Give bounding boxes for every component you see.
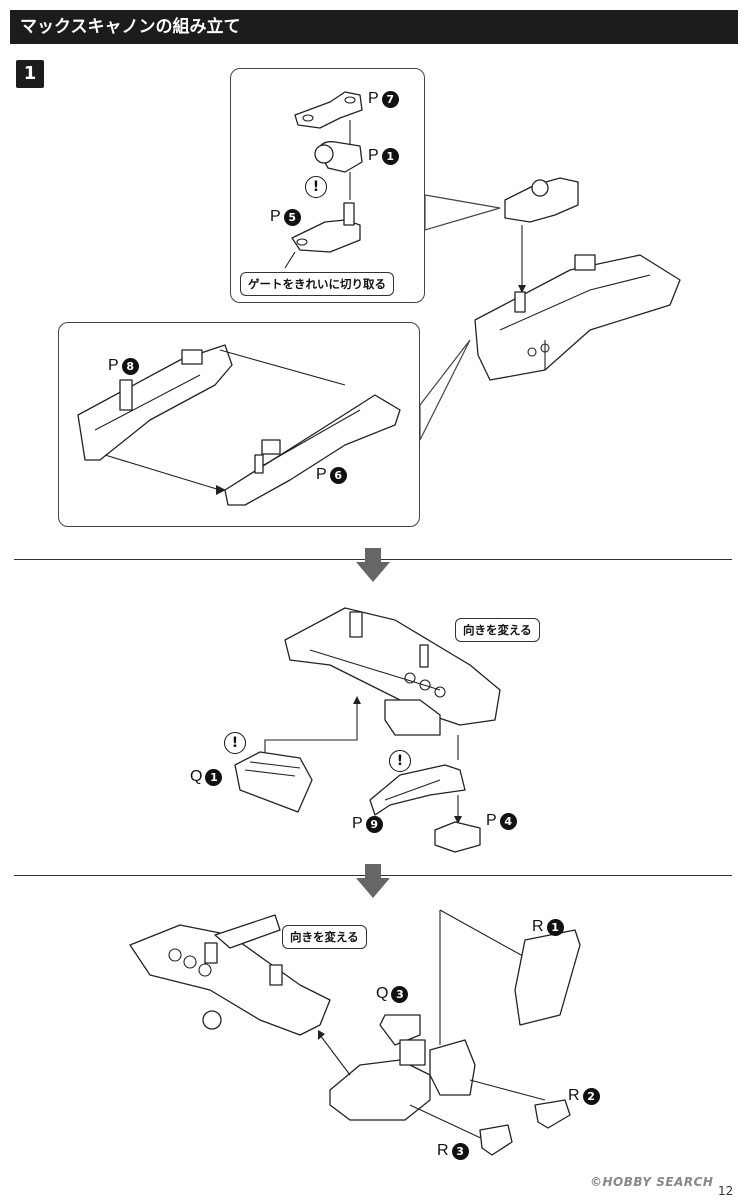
part-q3	[379, 1014, 421, 1046]
note-reorient-1: 向きを変える	[455, 618, 540, 642]
page-number: 12	[718, 1184, 734, 1198]
part-r1	[514, 929, 581, 1026]
watermark: ©HOBBY SEARCH	[590, 1175, 714, 1189]
frame-p8	[77, 344, 233, 461]
part-p9	[369, 764, 466, 816]
callout-wedge-top	[424, 194, 501, 231]
part-r2	[534, 1099, 571, 1129]
caution-icon-q1: !	[224, 732, 246, 754]
frame-p6	[224, 394, 401, 506]
part-p1	[314, 141, 363, 173]
part-r3	[479, 1124, 513, 1156]
part-q3-assembly	[329, 1039, 476, 1121]
caution-icon-p1: !	[305, 176, 327, 198]
flow-arrow-down-1	[356, 548, 390, 582]
note-reorient-2: 向きを変える	[282, 925, 367, 949]
callout-wedge-left	[419, 339, 471, 441]
note-gate: ゲートをきれいに切り取る	[240, 272, 394, 296]
frame-assembled-3	[129, 914, 331, 1036]
frame-assembled-2	[284, 607, 501, 736]
frame-assembled-1	[474, 254, 681, 381]
part-p5	[291, 202, 361, 253]
part-p7	[294, 91, 363, 129]
part-p7-p1-p5-assembled	[504, 177, 579, 223]
flow-arrow-down-2	[356, 864, 390, 898]
step-number: 1	[16, 60, 44, 88]
section-title: マックスキャノンの組み立て	[10, 10, 738, 44]
caution-icon-p9: !	[389, 750, 411, 772]
part-q1	[234, 751, 313, 813]
part-p4	[434, 821, 481, 853]
